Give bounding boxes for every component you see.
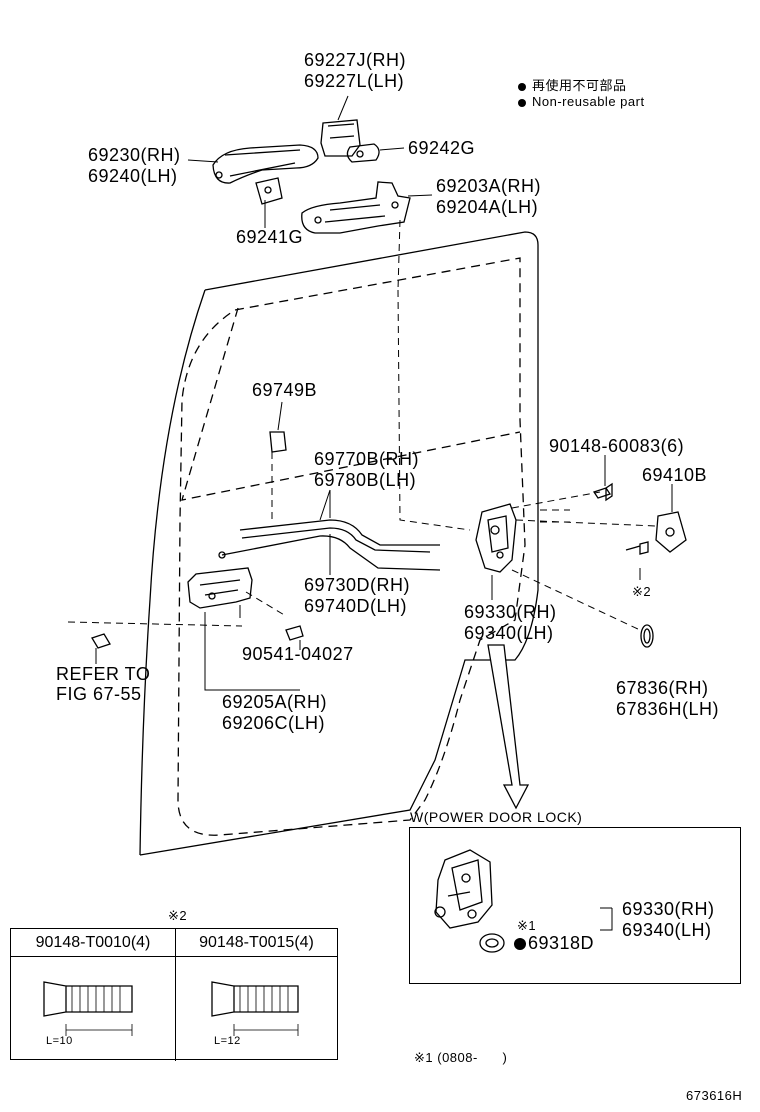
bullet-icon: [518, 98, 526, 107]
door-lock-69330: [475, 503, 517, 573]
screw-drawing-t0010: [43, 981, 133, 1036]
screw-table-mark: ※2: [168, 908, 188, 923]
label-power-69330: 69330(RH): [622, 899, 715, 919]
window-dashed: [181, 307, 521, 501]
label-69227l: 69227L(LH): [304, 71, 405, 91]
label-69749b: 69749B: [252, 380, 318, 400]
screw-table-divider: [175, 929, 176, 1061]
legend-en-text: Non-reusable part: [532, 94, 645, 109]
motor-cap-69318d: [479, 933, 505, 953]
label-90541-04027: 90541-04027: [242, 644, 354, 664]
label-69241g: 69241G: [236, 227, 304, 247]
screw-length-12: L=12: [214, 1035, 241, 1047]
screw-table-col2-header: 90148-T0015(4): [175, 929, 338, 957]
cable-69770b: [239, 519, 440, 553]
label-refer-fig: FIG 67-55: [56, 684, 142, 704]
cover-69227: [320, 119, 361, 157]
label-69330: 69330(RH): [464, 602, 557, 622]
cushion-67836: [640, 624, 654, 648]
label-refer-to: REFER TO: [56, 664, 151, 684]
screw-striker: [625, 541, 649, 555]
arrow-to-power-lock: [487, 644, 530, 810]
screw-drawing-t0015: [211, 981, 299, 1036]
footnote: ※1 (0808- ): [414, 1050, 507, 1065]
non-reusable-dot-icon: [514, 938, 526, 950]
footnote-mark: ※1: [414, 1050, 434, 1065]
bracket-69749b: [269, 431, 287, 453]
label-69206c: 69206C(LH): [222, 713, 326, 733]
pad-69242g: [346, 143, 380, 163]
door-inner-dashed: [177, 257, 526, 836]
label-69240: 69240(LH): [88, 166, 178, 186]
screw-table-col1-header: 90148-T0010(4): [11, 929, 175, 957]
legend-ja-text: 再使用不可部品: [532, 78, 627, 93]
label-69780b: 69780B(LH): [314, 470, 417, 490]
screw-90148-60083: [592, 482, 613, 502]
striker-69410b: [655, 511, 687, 553]
door-outline: [139, 231, 539, 856]
footnote-text: (0808- ): [437, 1050, 508, 1065]
label-69340: 69340(LH): [464, 623, 554, 643]
label-69204a: 69204A(LH): [436, 197, 539, 217]
label-69410b: 69410B: [642, 465, 708, 485]
power-mark1: ※1: [517, 918, 537, 933]
clip-90541-04027: [285, 625, 304, 641]
power-lock-assembly: [434, 849, 493, 929]
label-power-69340: 69340(LH): [622, 920, 712, 940]
legend-en: Non-reusable part: [518, 94, 645, 109]
label-67836h: 67836H(LH): [616, 699, 720, 719]
label-69205a: 69205A(RH): [222, 692, 328, 712]
label-69242g: 69242G: [408, 138, 476, 158]
cable-69730d: [218, 535, 441, 571]
label-69203a: 69203A(RH): [436, 176, 542, 196]
label-69318d: 69318D: [514, 933, 594, 953]
label-69227j: 69227J(RH): [304, 50, 407, 70]
power-lock-box: [409, 827, 741, 984]
inside-handle-69205a: [187, 567, 253, 609]
label-69770b: 69770B(RH): [314, 449, 420, 469]
screw-length-10: L=10: [46, 1035, 73, 1047]
screw-table: 90148-T0010(4) 90148-T0015(4): [10, 928, 338, 1061]
screw-refer: [91, 633, 111, 649]
outside-handle-69230: [212, 144, 319, 184]
frame-69203a: [301, 181, 411, 234]
label-69730d: 69730D(RH): [304, 575, 411, 595]
legend-ja: 再使用不可部品: [518, 78, 627, 93]
label-69740d: 69740D(LH): [304, 596, 408, 616]
pad-69241g: [255, 177, 283, 205]
label-67836: 67836(RH): [616, 678, 709, 698]
figure-code: 673616H: [686, 1088, 743, 1103]
bullet-icon: [518, 82, 526, 91]
leader-lines: [67, 95, 673, 931]
label-90148-60083: 90148-60083(6): [549, 436, 685, 456]
label-69318d-text: 69318D: [528, 933, 595, 953]
label-mark2: ※2: [632, 584, 652, 599]
power-lock-title: W(POWER DOOR LOCK): [410, 809, 583, 825]
label-69230: 69230(RH): [88, 145, 181, 165]
